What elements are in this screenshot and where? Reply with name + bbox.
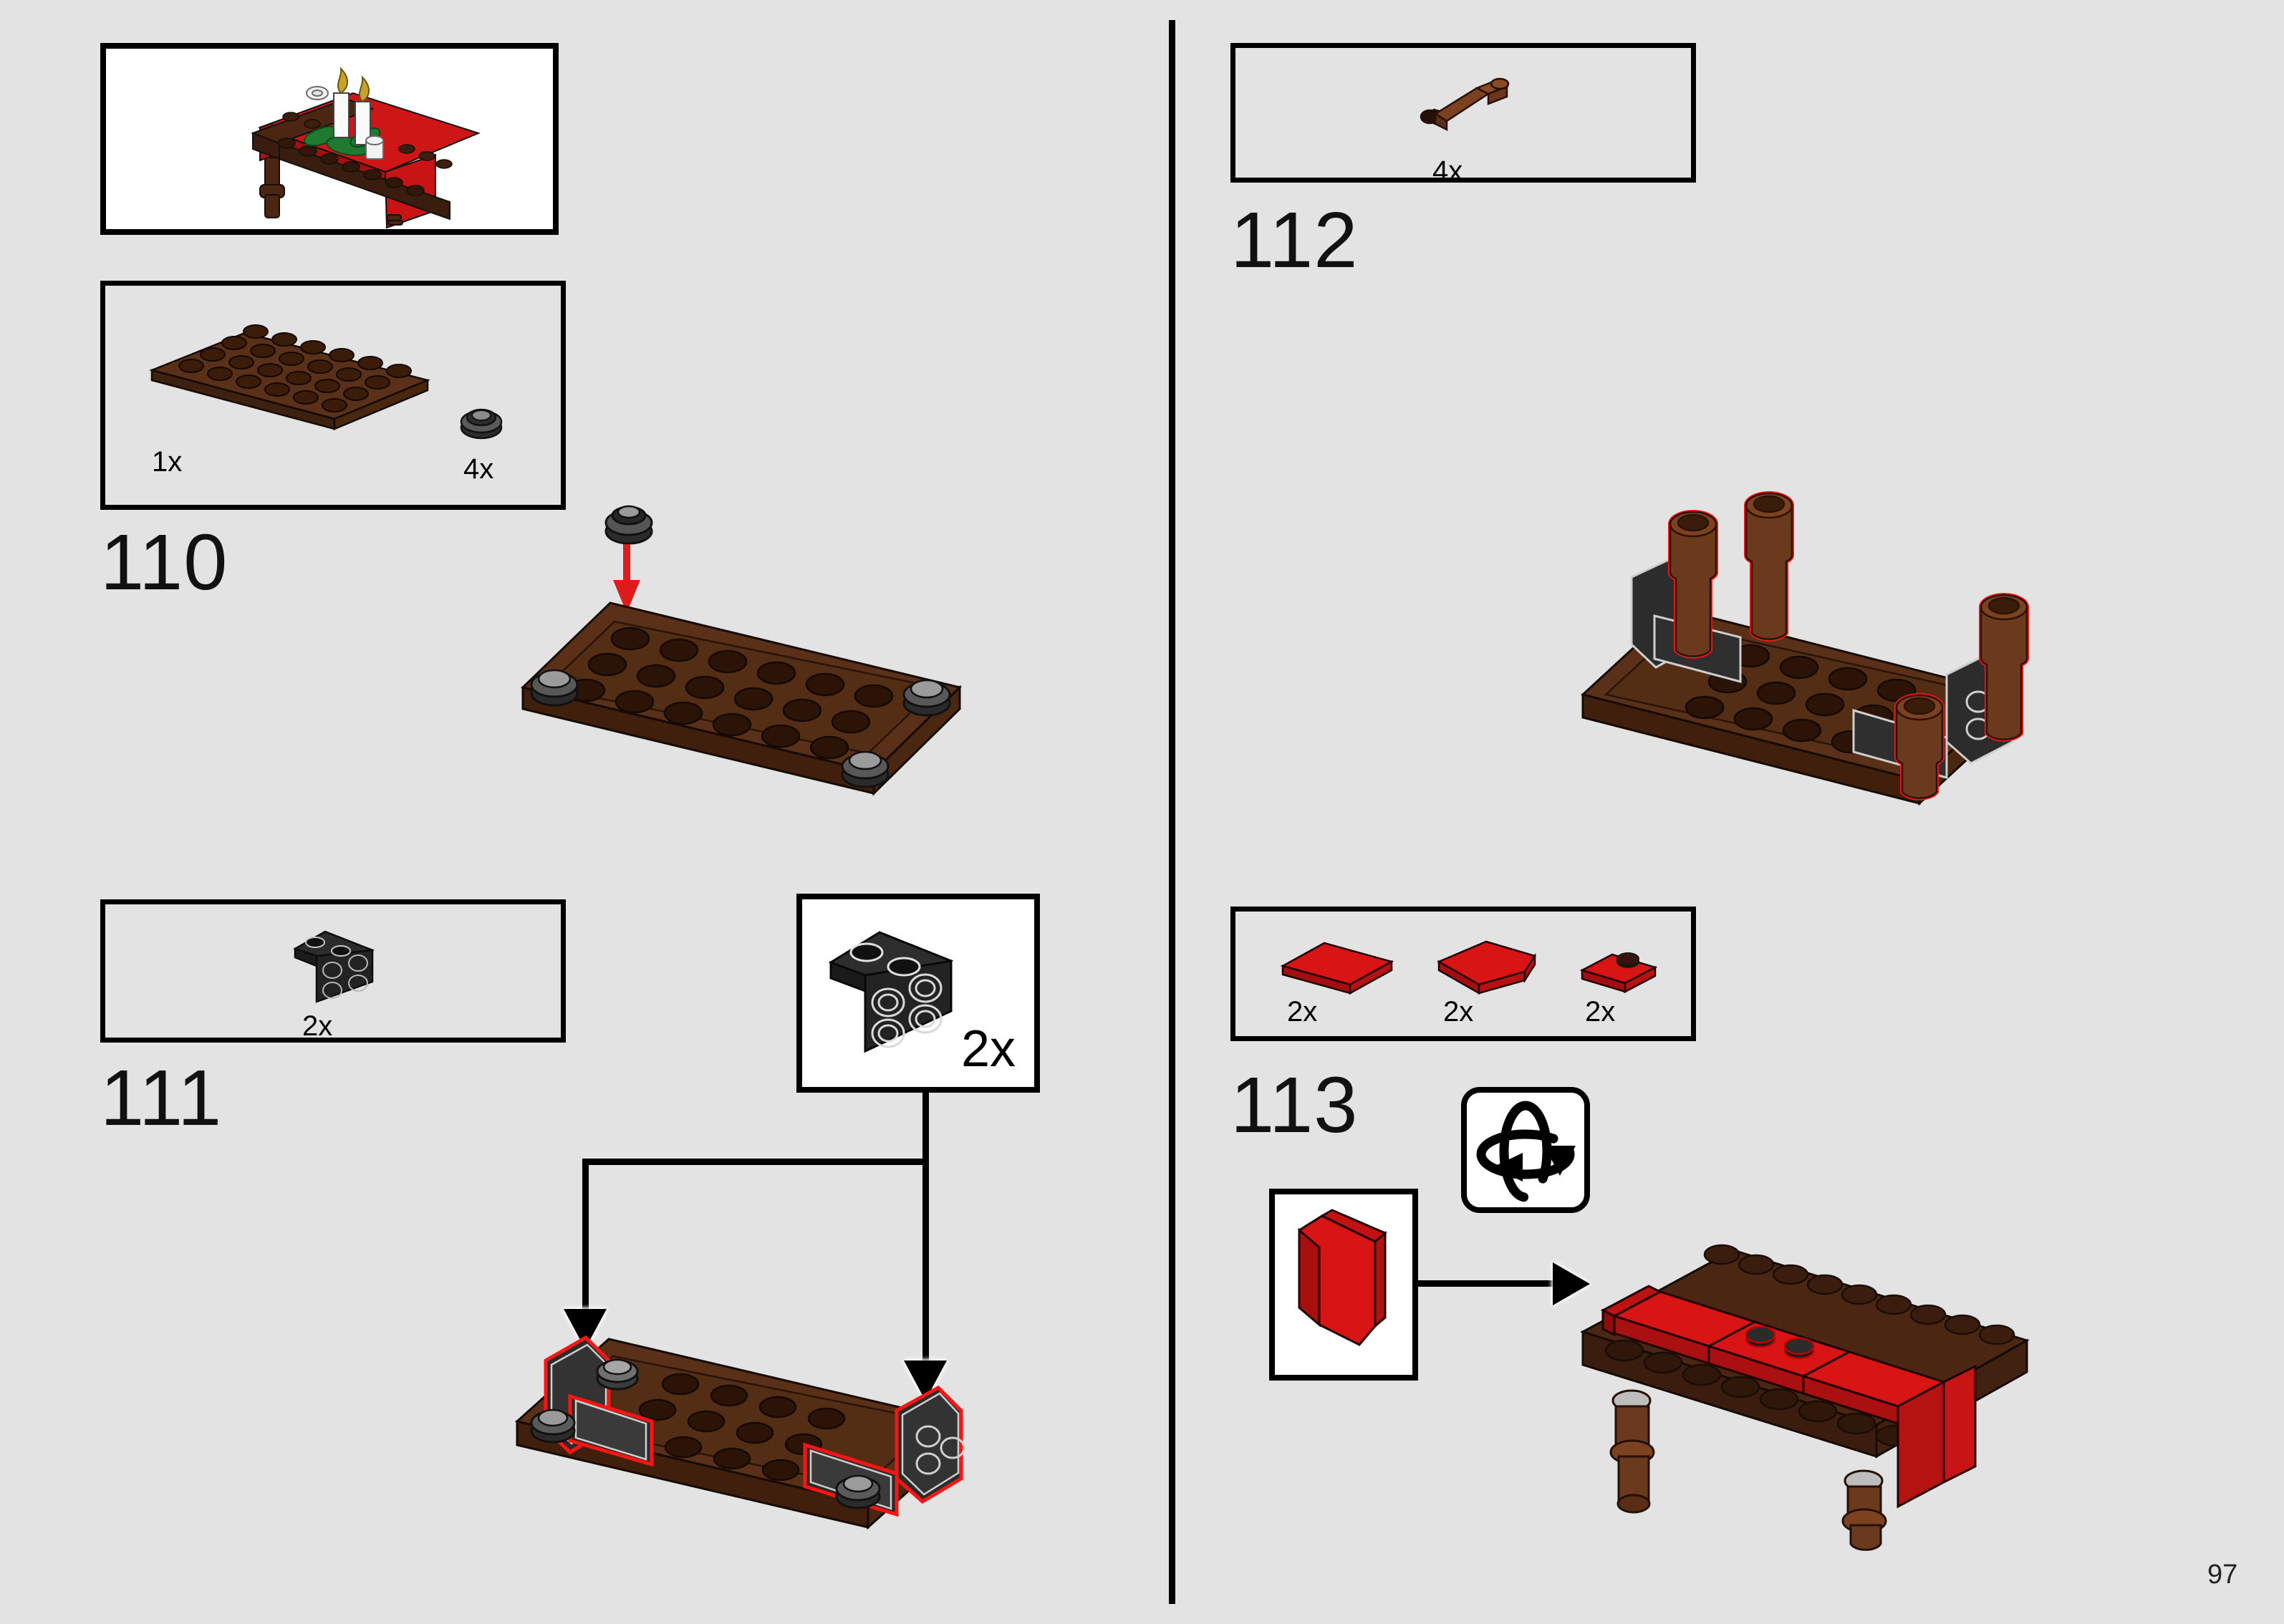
step-113-assembly	[1580, 1244, 2030, 1551]
step-111-connector-vertical-main	[922, 1093, 929, 1164]
rotate-3d-glyph	[1476, 1101, 1576, 1202]
part-round-plate-1x1	[460, 408, 503, 440]
part-bracket-1x2-2x2	[293, 930, 375, 1003]
step-111-connector-horizontal	[582, 1159, 929, 1165]
magnified-bracket-1x2-2x2	[828, 931, 954, 1053]
step-111-part-1-qty: 2x	[302, 1010, 333, 1042]
part-table-leg	[1420, 77, 1510, 132]
step-110-number: 110	[100, 518, 228, 606]
step-113-part-2-qty: 2x	[1443, 996, 1474, 1028]
part-tile-2x3	[1280, 942, 1394, 995]
step-110-part-2-qty: 4x	[463, 453, 494, 485]
step-113-inset-part-box	[1269, 1189, 1418, 1381]
step-112-part-1-qty: 4x	[1432, 155, 1463, 187]
rotate-3d-icon	[1461, 1087, 1590, 1213]
finished-model-preview	[100, 43, 559, 235]
preview-illustration	[251, 67, 481, 229]
step-113-part-1-qty: 2x	[1287, 996, 1318, 1028]
step-110-assembly	[520, 505, 962, 796]
part-plate-4x8	[149, 324, 430, 430]
step-113-number: 113	[1230, 1061, 1359, 1149]
inset-red-wedge	[1298, 1209, 1387, 1346]
step-111-magnified-part-box: 2x	[796, 894, 1040, 1093]
step-111-connector-left-vertical	[582, 1159, 589, 1315]
step-113-arrow	[1553, 1262, 1590, 1305]
step-110-parts-callout: 1x 4x	[100, 281, 566, 510]
step-111-assembly	[514, 1335, 965, 1530]
part-plate-1x2-with-stud	[1579, 952, 1658, 994]
step-112-parts-callout: 4x	[1230, 43, 1696, 187]
step-110-part-1-qty: 1x	[152, 446, 183, 478]
step-111-number: 111	[100, 1054, 223, 1142]
part-wedge-plate-3x3	[1437, 940, 1536, 995]
page-number: 97	[2207, 1560, 2238, 1590]
step-113-parts-callout: 2x 2x 2x	[1230, 907, 1696, 1041]
step-111-connector-right-vertical	[922, 1159, 929, 1366]
step-111-parts-callout: 2x	[100, 899, 566, 1043]
column-divider	[1169, 20, 1175, 1604]
step-112-number: 112	[1230, 196, 1359, 284]
step-113-part-3-qty: 2x	[1585, 996, 1616, 1028]
step-111-magnified-qty: 2x	[961, 1020, 1016, 1078]
step-112-assembly	[1580, 491, 2029, 806]
step-113-connector-line	[1418, 1280, 1554, 1287]
